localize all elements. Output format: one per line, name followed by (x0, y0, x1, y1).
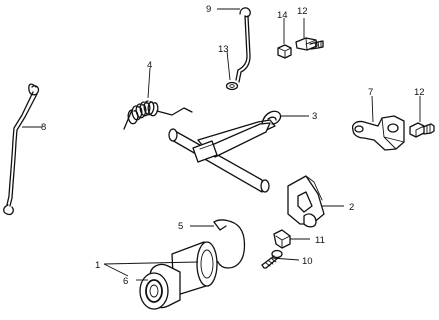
callout-labels: 9 14 12 13 4 3 7 12 8 2 5 11 10 1 6 (41, 4, 425, 287)
leader-lines (22, 8, 421, 281)
callout-4: 4 (147, 60, 152, 71)
part-1-release-bearing-assembly (139, 241, 218, 310)
part-12-bolt-right (409, 122, 435, 138)
part-7-bracket (351, 115, 405, 151)
callout-12-upper: 12 (297, 6, 308, 17)
callout-12-right: 12 (414, 87, 425, 98)
callout-1: 1 (95, 260, 100, 271)
part-9-hook-rod (235, 7, 251, 83)
callout-3: 3 (312, 111, 317, 122)
part-10-screw (261, 249, 283, 269)
callout-6: 6 (123, 276, 128, 287)
part-11-retainer (273, 229, 291, 249)
callout-8: 8 (41, 122, 46, 133)
callout-10: 10 (302, 256, 313, 267)
part-13-washer (225, 81, 239, 91)
part-3-release-shaft-assembly (168, 110, 282, 193)
part-4-torsion-spring (123, 100, 193, 130)
callout-2: 2 (349, 202, 354, 213)
part-8-return-spring-rod (3, 83, 40, 216)
callout-14: 14 (277, 10, 288, 21)
callout-11: 11 (315, 235, 325, 246)
callout-7: 7 (368, 87, 373, 98)
part-5-clip (213, 219, 246, 269)
callout-13: 13 (218, 44, 229, 55)
part-14-nut (277, 44, 292, 59)
callout-9: 9 (206, 4, 211, 15)
part-2-release-fork (287, 175, 325, 228)
part-12-bolt-upper (295, 37, 324, 51)
callout-5: 5 (178, 221, 183, 232)
